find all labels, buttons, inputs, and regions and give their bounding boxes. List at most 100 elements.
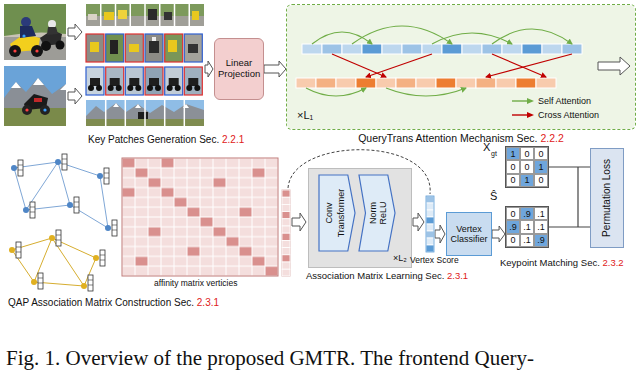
legend-sample: [512, 114, 528, 115]
attention-illustration: [342, 44, 362, 54]
graph-illustration: [81, 283, 87, 289]
graph-illustration: [38, 273, 43, 289]
graph-illustration: [11, 159, 111, 231]
flow-arrow: [413, 213, 424, 231]
attention-illustration: [382, 44, 402, 54]
label-line: Key Patches Generation Sec.2.2.1: [88, 134, 244, 146]
label-line: X: [483, 141, 490, 154]
matrix-cell: .1: [534, 207, 548, 220]
affinity-vector: [282, 190, 290, 276]
patch-strip: [184, 100, 186, 126]
matrix-cell: 1: [520, 174, 534, 187]
patch-strip: [144, 100, 146, 126]
matrix-cell: 0: [506, 174, 520, 187]
photo-mountain: [40, 105, 50, 115]
patch-strip: [105, 100, 107, 126]
photo-racing: [22, 34, 25, 37]
attention-illustration: [296, 78, 316, 88]
label-line: Keypoint Matching Sec.2.3.2: [500, 258, 624, 269]
patch-strip: [188, 44, 198, 53]
attention-illustration: [306, 88, 366, 96]
patch-strip: [86, 100, 204, 126]
matrix-cell: 0: [534, 174, 548, 187]
patch-strip: [113, 103, 189, 108]
patch-strip: [164, 100, 166, 126]
annotation-label: Key Patches Generation Sec.: [88, 134, 219, 145]
affinity-vector: [282, 262, 290, 269]
attention-illustration: [287, 5, 635, 129]
patch-strip: [145, 34, 163, 62]
photo-racing: [9, 45, 21, 57]
affinity-vector: [282, 197, 290, 204]
photo-mountain: [4, 78, 66, 110]
patch-strip: [175, 85, 181, 91]
graph-illustration: [74, 197, 79, 213]
patch-strip: [86, 4, 204, 26]
patch-strip: [86, 34, 202, 62]
attention-illustration: [332, 54, 386, 77]
patch-strip: [106, 67, 124, 95]
affinity-matrix: [122, 158, 278, 276]
graph-illustration: [18, 160, 23, 176]
affinity-vector: [282, 255, 290, 262]
patch-strip: [125, 100, 127, 126]
patch-strip: [159, 4, 161, 26]
affinity-vector: [282, 204, 290, 211]
photo-racing: [47, 27, 58, 35]
photo-mountain: [4, 108, 66, 126]
learning-block: Association Matrix Learning Sec.2.3.1×L₂…: [308, 168, 412, 268]
attention-illustration: [436, 78, 456, 88]
patch-strip: [194, 85, 200, 91]
patch-strip: [129, 44, 139, 52]
connector-line: [549, 226, 590, 227]
attention-illustration: [287, 5, 635, 129]
graph-illustration: [56, 230, 61, 246]
attention-illustration: [402, 44, 422, 54]
photo-racing: [13, 49, 16, 52]
matrix-cell: 0: [506, 234, 520, 247]
affinity-matrix: [122, 158, 278, 276]
label-line: affinity matrix verticies: [152, 279, 239, 289]
attention-illustration: [376, 78, 396, 88]
ground-truth-matrix: 100001010: [505, 146, 549, 188]
matrix-cell: 0: [520, 160, 534, 173]
affinity-vector: [282, 190, 290, 197]
attention-illustration: [366, 54, 432, 77]
patch-strip: [88, 85, 94, 91]
attention-illustration: [562, 44, 582, 54]
vertex-score-vector: [426, 238, 434, 245]
graph-illustration: [93, 255, 99, 261]
photo-racing: [31, 45, 43, 57]
vertical-label: Transformer: [337, 189, 346, 238]
patch-strip: [164, 12, 172, 20]
graph-illustration: [9, 235, 99, 289]
graph-illustration: [112, 220, 117, 236]
patch-strip: [125, 67, 143, 95]
annotation-label: affinity matrix verticies: [154, 278, 237, 288]
attention-illustration: [462, 44, 482, 54]
vertex-score-vector: [426, 196, 434, 203]
patch-strip: [86, 100, 204, 126]
patch-strip: [165, 34, 183, 62]
affinity-vector: [282, 269, 290, 276]
legend-sample: [512, 111, 534, 119]
attention-illustration: [502, 44, 522, 54]
legend-item: Cross Attention: [512, 110, 599, 120]
label-line: Vertex Score: [410, 256, 459, 266]
conv-layer: ConvTransformer: [319, 175, 355, 251]
attention-illustration: [312, 32, 372, 44]
attention-illustration: [542, 44, 562, 54]
attention-illustration: [306, 26, 572, 96]
classifier-box: Vertex Classifier: [446, 212, 492, 256]
section-number: 2.3.2: [602, 257, 623, 268]
attention-illustration: [482, 44, 502, 54]
photo-mountain: [4, 66, 66, 126]
photo-racing: [20, 26, 36, 38]
patch-strip: [90, 42, 99, 52]
norm-layer: NormReLU: [359, 175, 395, 251]
matrix-cell: 0: [506, 207, 520, 220]
patch-strip: [86, 67, 202, 95]
patch-strip: [148, 9, 157, 20]
projection-box: Linear Projection: [214, 38, 264, 100]
